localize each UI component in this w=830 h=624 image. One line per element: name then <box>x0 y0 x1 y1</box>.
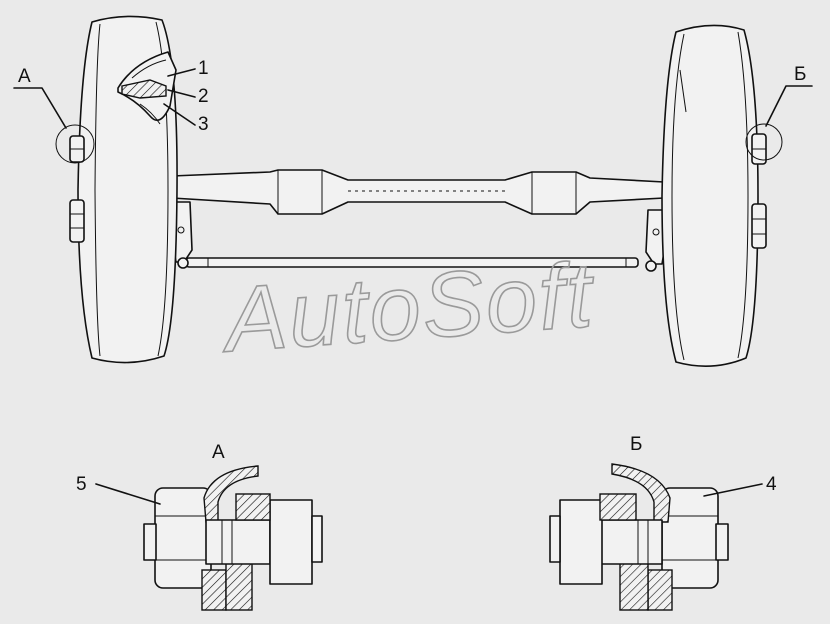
leader-4 <box>703 483 763 497</box>
view-mark-b: Б <box>794 64 806 85</box>
leader-b <box>765 85 813 127</box>
leader-3 <box>163 103 196 126</box>
right-wheel <box>661 24 783 367</box>
detail-circle-b <box>745 123 783 161</box>
detail-view-b <box>549 463 763 611</box>
detail-circle-a <box>55 124 95 164</box>
callout-1: 1 <box>198 58 209 79</box>
callout-4: 4 <box>766 474 777 495</box>
detail-view-a <box>95 465 323 611</box>
left-wheel <box>55 15 178 364</box>
callout-5: 5 <box>76 474 87 495</box>
leader-1 <box>167 68 196 77</box>
callout-3: 3 <box>198 114 209 135</box>
callout-2: 2 <box>198 86 209 107</box>
view-mark-a: А <box>18 66 31 87</box>
leader-2 <box>167 89 196 98</box>
detail-title-b: Б <box>630 434 642 455</box>
axle-beam <box>171 169 665 215</box>
leader-5 <box>95 483 161 505</box>
leader-a <box>13 87 67 129</box>
tie-rod-assembly <box>171 201 665 272</box>
detail-title-a: А <box>212 442 225 463</box>
